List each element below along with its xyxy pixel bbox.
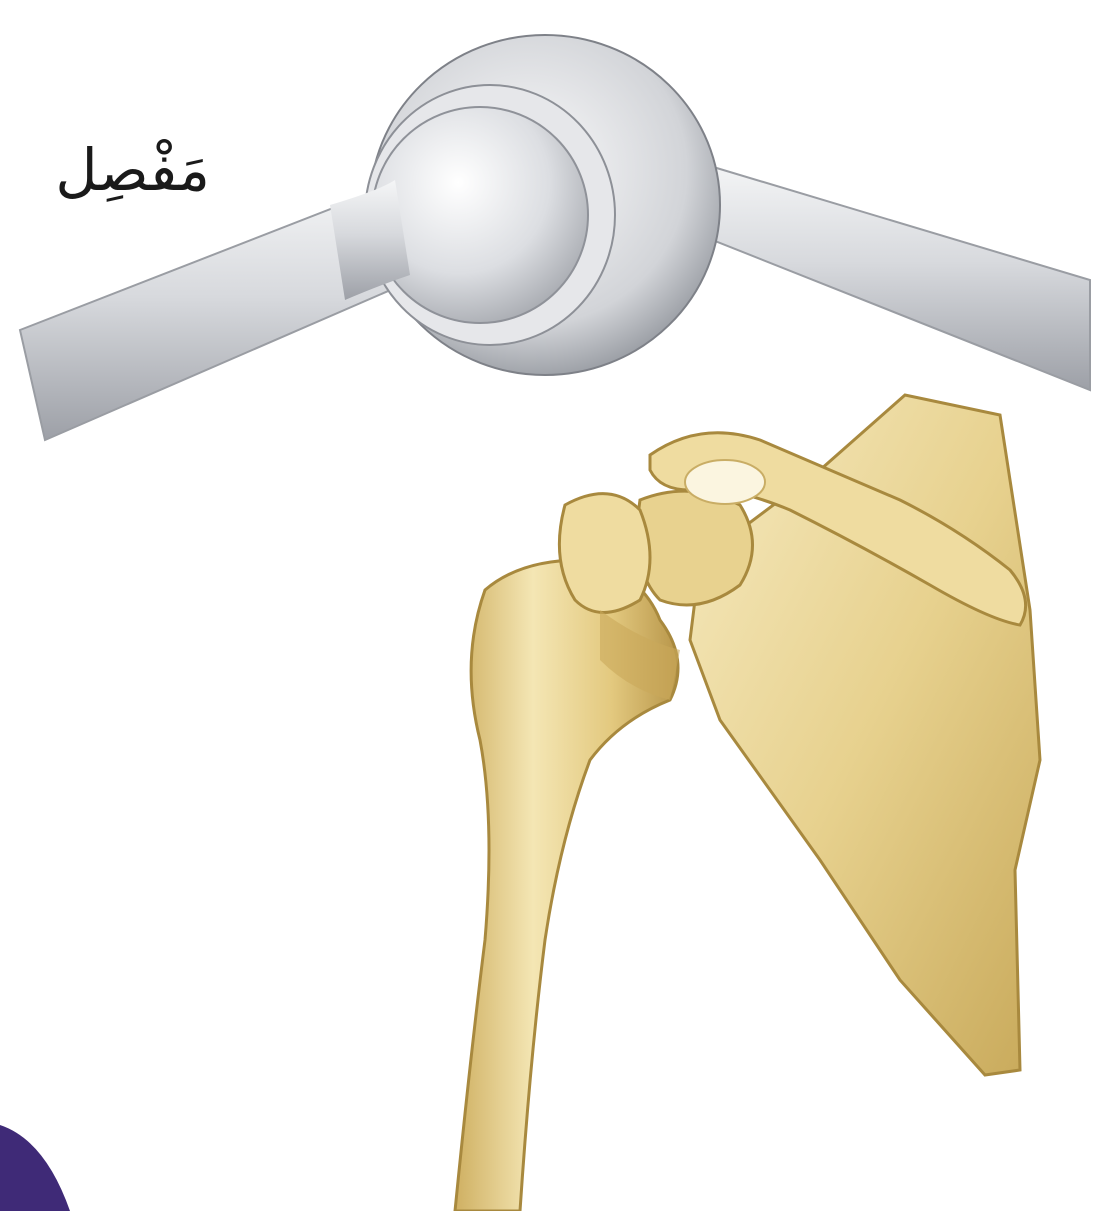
corner-accent — [0, 1125, 70, 1211]
ball — [372, 107, 588, 323]
joint-label: مَفْصِل — [0, 125, 210, 215]
right-rod — [690, 160, 1090, 390]
ball-and-socket-model — [20, 35, 1090, 440]
scapula — [638, 395, 1041, 1075]
humerus — [455, 494, 680, 1211]
